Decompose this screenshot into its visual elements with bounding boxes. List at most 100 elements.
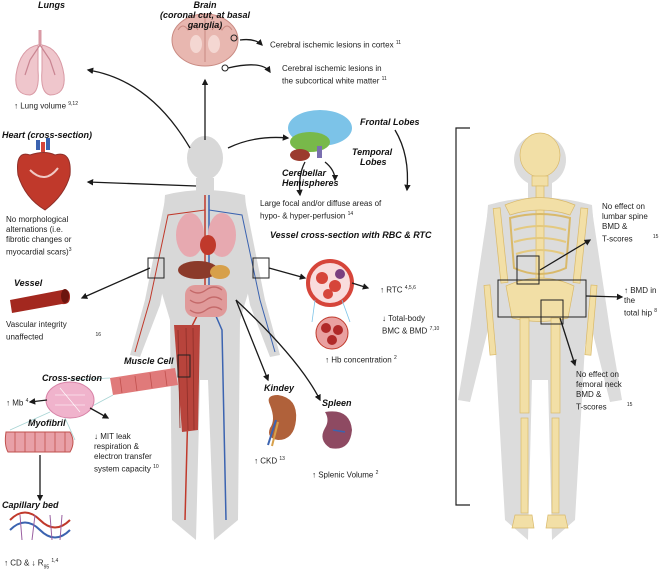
bracket (455, 127, 470, 506)
kidney-icon (267, 395, 297, 447)
mit-ref: 10 (153, 464, 159, 470)
hb-ref: 2 (393, 355, 397, 361)
temporal-lobes-title: Temporal Lobes (352, 147, 392, 167)
neck-line3: BMD & (576, 390, 602, 399)
cd-ref: 1,4 (51, 558, 59, 564)
heart-line2: alternations (i.e. (6, 225, 63, 234)
lungs-title: Lungs (38, 0, 65, 10)
bmc-label: ↓ Total-body BMC & BMD 7,10 (382, 314, 439, 337)
kidney-text: ↑ CKD (254, 456, 278, 466)
muscle-box (177, 354, 191, 378)
mit-line1: ↓ MIT leak (94, 432, 131, 441)
lumbar-text: No effect on lumbar spine BMD & T-scores… (602, 202, 664, 245)
spleen-label: ↑ Splenic Volume 2 (312, 468, 378, 481)
cerebellar-line2: Hemispheres (282, 178, 339, 188)
spleen-text: ↑ Splenic Volume (312, 470, 374, 480)
spleen-ref: 2 (375, 470, 379, 476)
vessel-icon (10, 289, 70, 313)
temporal-line2: Lobes (360, 157, 387, 167)
lumbar-ref: 15 (652, 234, 659, 240)
kidney-ref: 13 (279, 456, 285, 462)
frontal-lobes-title: Frontal Lobes (360, 117, 420, 127)
lumbar-line4: T-scores (602, 234, 633, 244)
heart-text: No morphological alternations (i.e. fibr… (6, 215, 98, 258)
rbc-title: Vessel cross-section with RBC & RTC (270, 230, 432, 240)
spleen-icon (322, 411, 352, 449)
human-body (130, 136, 280, 540)
neck-ref: 15 (626, 402, 633, 408)
hb-text: ↑ Hb concentration (325, 355, 392, 365)
silhouette-right (458, 134, 622, 540)
heart-title: Heart (cross-section) (2, 130, 93, 140)
lesion-cortex: Cerebral ischemic lesions in cortex 11 (270, 38, 401, 51)
neck-line2: femoral neck (576, 380, 622, 389)
heart-line1: No morphological (6, 215, 69, 224)
lesion-white: Cerebral ischemic lesions in the subcort… (282, 64, 412, 87)
lungs-ref: 9,12 (68, 101, 78, 107)
cd-text: ↑ CD & ↓ R (4, 558, 44, 568)
perfusion-line1: Large focal and/or diffuse areas of (260, 199, 382, 208)
vessel-text: Vascular integrity unaffected 16 (6, 320, 102, 343)
perfusion-text: Large focal and/or diffuse areas of hypo… (260, 199, 420, 222)
perfusion-ref: 14 (347, 211, 354, 217)
mit-line2: respiration & (94, 442, 139, 451)
kidney-title: Kindey (264, 383, 295, 393)
lesion-cortex-ref: 11 (395, 40, 402, 46)
lesion-white-line2: the subcortical white matter (282, 76, 380, 86)
vessel-ref: 16 (95, 332, 102, 338)
mb-label: ↑ Mb 4 (6, 396, 28, 409)
hip-line2: total hip (624, 308, 653, 318)
cd-sub: 95 (43, 564, 50, 571)
rtc-text: ↑ RTC (380, 285, 403, 295)
heart-ref: 3 (68, 247, 72, 253)
hip-box (497, 279, 587, 318)
rbc-cross-section-icon (306, 259, 354, 350)
rtc-label: ↑ RTC 4,5,6 (380, 283, 416, 296)
cerebellar-line1: Cerebellar (282, 168, 327, 178)
kidney-label: ↑ CKD 13 (254, 454, 285, 467)
mb-ref: 4 (25, 398, 29, 404)
lumbar-box (516, 255, 540, 285)
skeleton (483, 132, 598, 529)
mit-line3: electron transfer (94, 452, 152, 461)
femoral-neck-box (540, 299, 564, 325)
mb-text: ↑ Mb (6, 398, 24, 408)
heart-line3: fibrotic changes or (6, 235, 72, 244)
bmc-line2: BMC & BMD (382, 326, 428, 336)
lungs-icon (15, 30, 65, 96)
neck-text: No effect on femoral neck BMD & T-scores… (576, 370, 638, 413)
lesion-white-line1: Cerebral ischemic lesions in (282, 64, 382, 73)
arrows (28, 38, 624, 502)
capillary-title: Capillary bed (2, 500, 59, 510)
vessel-line2: unaffected (6, 332, 44, 342)
lesion-cortex-text: Cerebral ischemic lesions in cortex (270, 40, 394, 50)
mit-line4: system capacity (94, 464, 151, 474)
hip-line1: ↑ BMD in the (624, 286, 657, 305)
cd-label: ↑ CD & ↓ R95 1,4 (4, 556, 58, 572)
perfusion-line2: hypo- & hyper-perfusion (260, 211, 346, 221)
brain-title-line2: (coronal cut, at basal ganglia) (159, 10, 251, 30)
neck-line1: No effect on (576, 370, 619, 379)
cross-section-title: Cross-section (42, 373, 103, 383)
lumbar-line2: lumbar spine (602, 212, 648, 221)
lumbar-line1: No effect on (602, 202, 645, 211)
brain-lobes-icon (288, 110, 352, 161)
neck-line4: T-scores (576, 402, 607, 412)
brain-title-line1: Brain (193, 0, 217, 10)
cerebellar-title: Cerebellar Hemispheres (282, 168, 339, 188)
lungs-label: ↑ Lung volume 9,12 (14, 99, 78, 112)
heart-icon (17, 138, 71, 211)
lumbar-line3: BMD & (602, 222, 628, 231)
myofibril-title: Myofibril (28, 418, 66, 428)
bmc-line1: ↓ Total-body (382, 314, 425, 323)
rtc-ref: 4,5,6 (404, 285, 416, 291)
lesion-white-ref: 11 (381, 76, 387, 82)
muscle-cell-icon (4, 368, 178, 453)
vessel-box (147, 257, 165, 279)
capillary-bed-icon (9, 511, 71, 541)
vessel-title: Vessel (14, 278, 43, 288)
bmc-ref: 7,10 (429, 326, 440, 332)
hb-label: ↑ Hb concentration 2 (325, 353, 397, 366)
heart-line4: myocardial scars) (6, 247, 69, 257)
